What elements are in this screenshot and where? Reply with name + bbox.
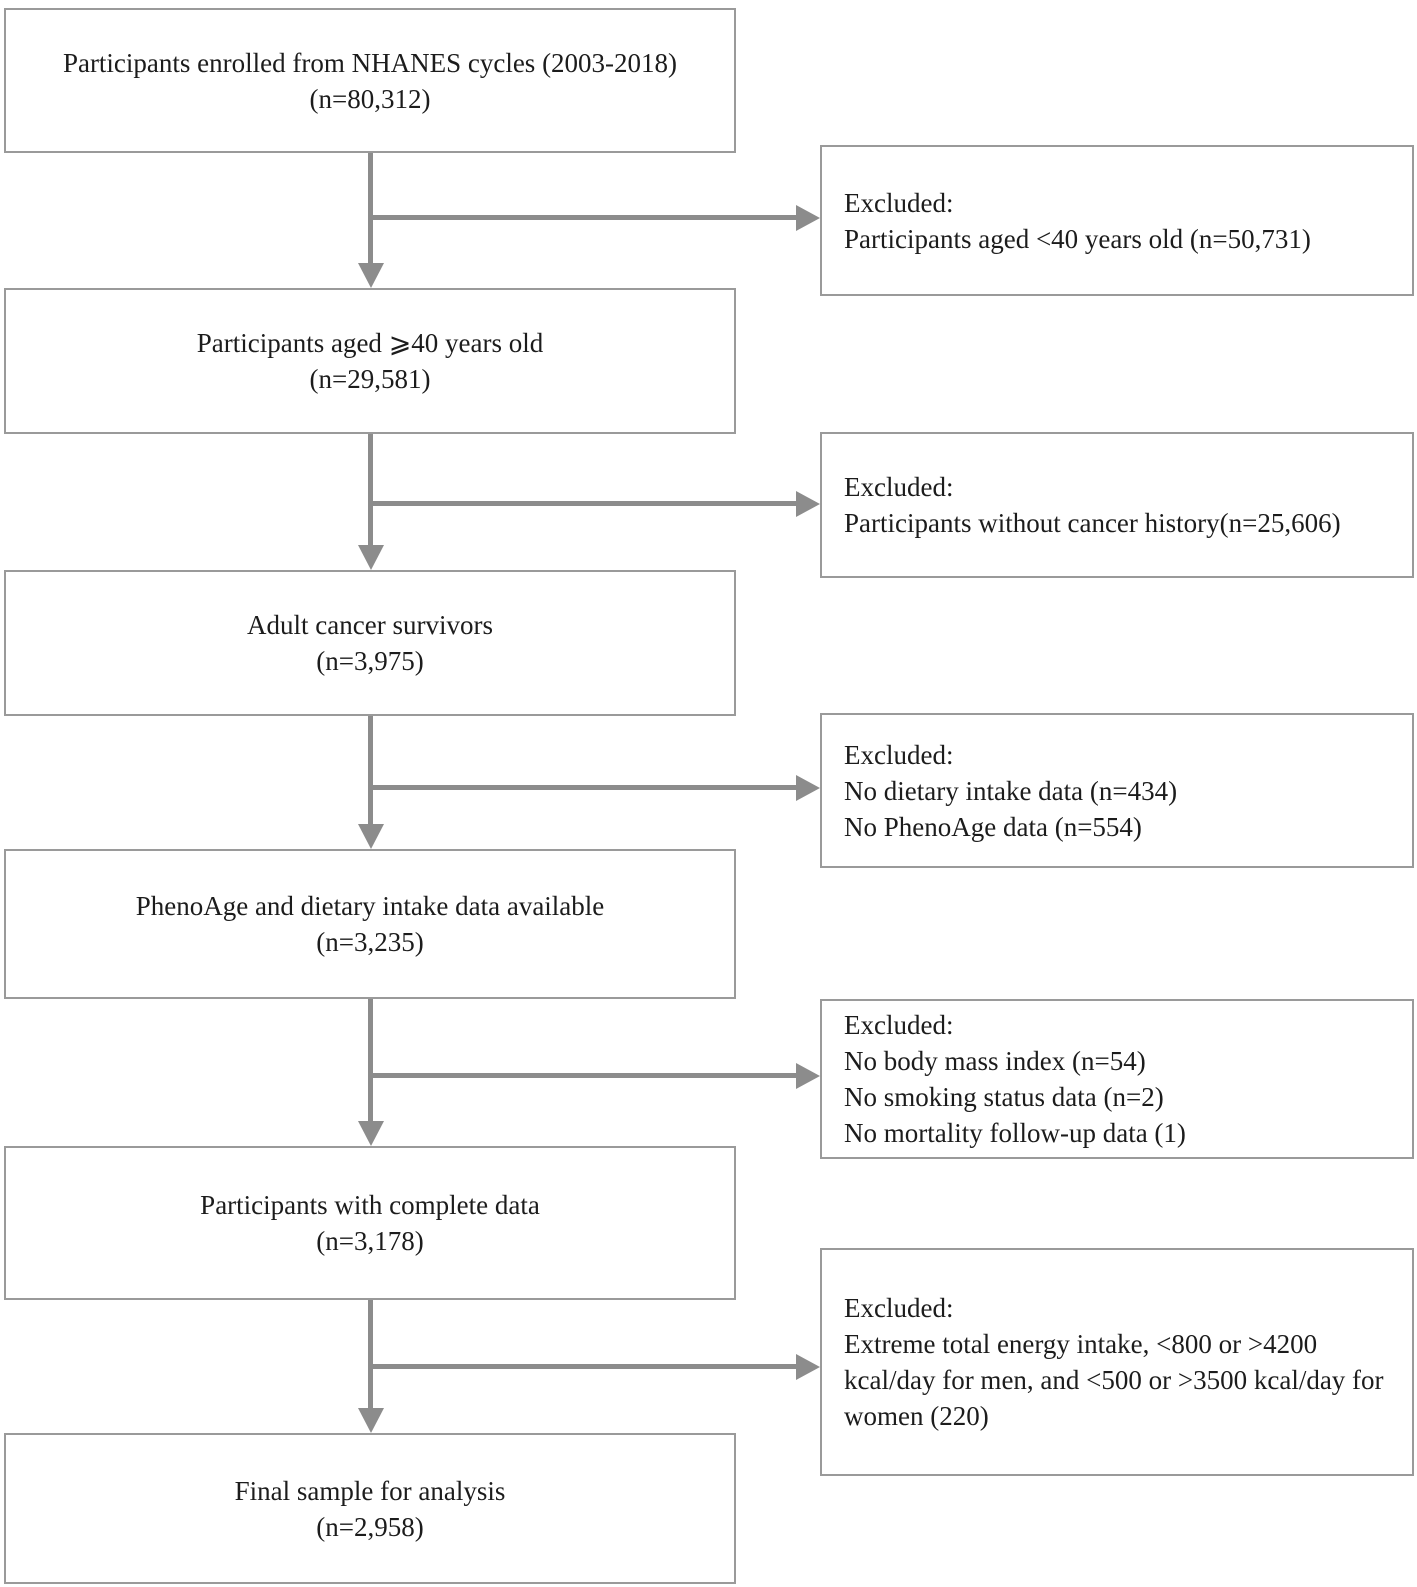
arrowhead-right-icon [796, 205, 820, 231]
exclusion-header: Excluded: [844, 187, 954, 218]
exclusion-line: No PhenoAge data (n=554) [844, 811, 1142, 842]
step-count: (n=3,178) [316, 1226, 424, 1256]
arrow-down-4 [368, 999, 373, 1121]
arrowhead-down-icon [358, 1121, 384, 1146]
arrow-branch-1 [370, 215, 798, 220]
step-title: Participants enrolled from NHANES cycles… [62, 47, 678, 78]
arrow-branch-4 [370, 1073, 798, 1078]
exclusion-header: Excluded: [844, 472, 954, 502]
exclusion-line: No mortality follow-up data (1) [844, 1118, 1186, 1148]
exclusion-box-age: Excluded: Participants aged <40 years ol… [820, 145, 1414, 296]
arrowhead-down-icon [358, 263, 384, 288]
arrowhead-right-icon [796, 775, 820, 801]
step-title: Participants aged ⩾40 years old [196, 328, 544, 358]
step-title: Adult cancer survivors [247, 610, 493, 640]
arrow-branch-2 [370, 501, 798, 506]
exclusion-header: Excluded: [844, 739, 954, 770]
step-box-phenoage-dietary-available: PhenoAge and dietary intake data availab… [4, 849, 736, 999]
arrowhead-right-icon [796, 491, 820, 517]
exclusion-box-dietary-phenoage: Excluded: No dietary intake data (n=434)… [820, 713, 1414, 868]
arrowhead-down-icon [358, 824, 384, 849]
exclusion-line: No dietary intake data (n=434) [844, 775, 1178, 806]
arrowhead-right-icon [796, 1354, 820, 1380]
arrowhead-right-icon [796, 1063, 820, 1089]
step-count: (n=3,235) [316, 927, 424, 957]
exclusion-box-cancer-history: Excluded: Participants without cancer hi… [820, 432, 1414, 578]
arrow-down-5 [368, 1300, 373, 1408]
step-title: PhenoAge and dietary intake data availab… [135, 891, 605, 921]
exclusion-line: Extreme total energy intake, <800 or >42… [844, 1329, 1384, 1431]
arrow-down-1 [368, 153, 373, 265]
arrow-branch-5 [370, 1364, 798, 1369]
exclusion-line: No smoking status data (n=2) [844, 1082, 1164, 1112]
step-box-aged-40-and-over: Participants aged ⩾40 years old (n=29,58… [4, 288, 736, 434]
exclusion-header: Excluded: [844, 1293, 954, 1323]
exclusion-box-bmi-smoking-mortality: Excluded: No body mass index (n=54) No s… [820, 999, 1414, 1159]
step-count: (n=3,975) [316, 646, 424, 676]
step-title: Final sample for analysis [234, 1475, 506, 1506]
step-box-cancer-survivors: Adult cancer survivors (n=3,975) [4, 570, 736, 716]
arrow-branch-3 [370, 785, 798, 790]
arrow-down-3 [368, 716, 373, 824]
exclusion-line: No body mass index (n=54) [844, 1046, 1146, 1076]
exclusion-line: Participants aged <40 years old (n=50,73… [844, 223, 1311, 254]
step-count: (n=29,581) [309, 364, 431, 394]
step-count: (n=80,312) [309, 83, 431, 114]
step-box-enrolled: Participants enrolled from NHANES cycles… [4, 8, 736, 153]
exclusion-box-energy-intake: Excluded: Extreme total energy intake, <… [820, 1248, 1414, 1476]
exclusion-header: Excluded: [844, 1010, 954, 1040]
arrowhead-down-icon [358, 1408, 384, 1433]
arrow-down-2 [368, 434, 373, 546]
step-count: (n=2,958) [316, 1511, 424, 1542]
exclusion-line: Participants without cancer history(n=25… [844, 508, 1341, 538]
step-box-complete-data: Participants with complete data (n=3,178… [4, 1146, 736, 1300]
step-title: Participants with complete data [200, 1190, 540, 1220]
arrowhead-down-icon [358, 545, 384, 570]
step-box-final-sample: Final sample for analysis (n=2,958) [4, 1433, 736, 1584]
